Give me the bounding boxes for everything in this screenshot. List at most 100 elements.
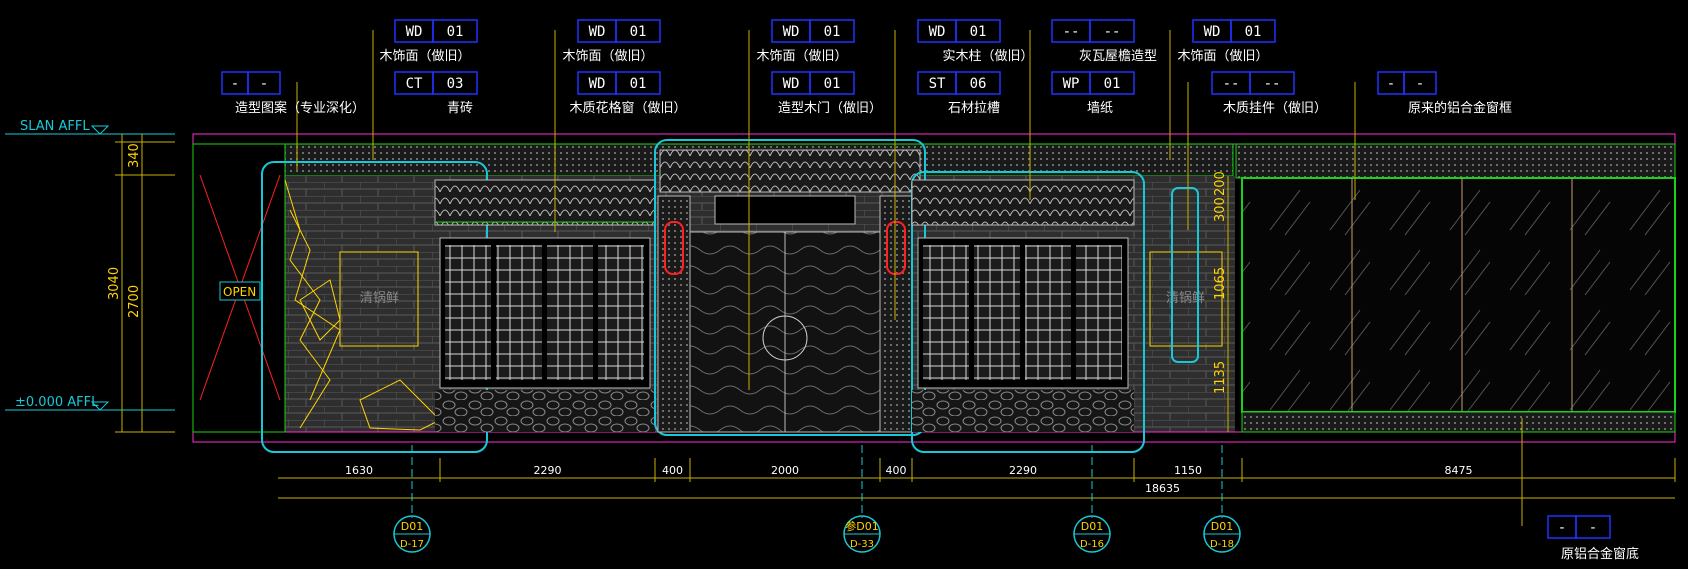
material-tag: CT 03 青砖: [394, 71, 478, 116]
ref-bottom: D-17: [400, 539, 424, 550]
ref-top: D01: [1081, 520, 1103, 533]
material-tag: WD 01 实木柱（做旧）: [917, 19, 1034, 64]
tag-number: 01: [970, 24, 987, 40]
left-lattice-windows: [445, 245, 644, 380]
tag-label: 木质花格窗（做旧）: [569, 100, 686, 116]
plaque-outline: [1171, 187, 1199, 363]
dim-value: 1630: [345, 464, 373, 477]
tag-label: 青砖: [447, 101, 473, 116]
left-dimension-lines: [115, 134, 175, 433]
window-mullions: [1351, 178, 1573, 412]
material-tag: WD 01 木饰面（做旧）: [756, 19, 855, 64]
tag-number: 01: [1245, 24, 1262, 40]
ref-top: D01: [401, 520, 423, 533]
tag-label: 原铝合金窗底: [1561, 546, 1639, 562]
tag-code: -: [231, 76, 239, 92]
floor-line: [192, 431, 1676, 443]
left-pillar: [657, 195, 691, 433]
right-lantern-icon: [886, 221, 906, 275]
open-sign: OPEN: [223, 285, 256, 299]
dim-value: 2000: [771, 464, 799, 477]
tag-label: 原来的铝合金窗框: [1408, 100, 1512, 116]
tag-code: -: [1558, 520, 1566, 536]
horizontal-dimension-lines: [278, 477, 1675, 499]
material-tag: --原来的铝合金窗框: [1377, 71, 1512, 116]
tag-label: 木饰面（做旧）: [756, 49, 847, 64]
window-sill: [1241, 411, 1676, 433]
tag-label: 墙纸: [1087, 101, 1113, 116]
material-tag: WD 01 木饰面（做旧）: [562, 19, 661, 64]
right-stone-base: [912, 390, 1134, 432]
tag-code: WP: [1063, 76, 1080, 92]
material-tag: ----灰瓦屋檐造型: [1051, 19, 1157, 64]
tag-number: --: [1104, 24, 1121, 40]
tag-number: -: [1416, 76, 1424, 92]
tag-label: 石材拉槽: [948, 101, 1000, 116]
tag-code: -: [1387, 76, 1395, 92]
door-knocker-icon: [762, 315, 808, 361]
tag-code: WD: [783, 76, 800, 92]
ref-bottom: D-18: [1210, 539, 1234, 550]
tag-number: 03: [447, 76, 464, 92]
tag-code: --: [1063, 24, 1080, 40]
door-roof-tiles: [659, 149, 921, 193]
sign-board-text: 清锅鲜: [360, 290, 399, 306]
tag-label: 木饰面（做旧）: [562, 49, 653, 64]
tag-number: 01: [1104, 76, 1121, 92]
tag-code: WD: [1204, 24, 1221, 40]
dim-value: 400: [662, 464, 683, 477]
tag-label: 实木柱（做旧）: [942, 49, 1033, 64]
right-lattice-windows: [923, 245, 1122, 380]
right-roof-tiles: [911, 179, 1135, 226]
dim-right-a: 300: [1213, 197, 1228, 222]
tag-number: -: [1589, 520, 1597, 536]
hanging-plaque: [1149, 251, 1223, 347]
dim-value: 8475: [1445, 464, 1473, 477]
ref-bottom: D-16: [1080, 539, 1104, 550]
material-tag: - - 造型图案（专业深化）: [221, 71, 365, 116]
dim-right-c: 1065: [1213, 267, 1228, 300]
leader-lines: [296, 30, 1356, 390]
tag-label: 木质挂件（做旧）: [1223, 101, 1327, 116]
tag-number: 06: [970, 76, 987, 92]
dim-value: 1150: [1174, 464, 1202, 477]
tag-number: 01: [824, 24, 841, 40]
right-bay-outline: [911, 171, 1145, 453]
ceiling-line: [192, 133, 1676, 145]
tag-code: WD: [783, 24, 800, 40]
plaque-text: 清锅鲜: [1166, 290, 1205, 306]
level-triangle-icon: [90, 401, 110, 411]
tag-number: -: [260, 76, 268, 92]
left-stone-base: [435, 390, 655, 432]
door-lintel: [714, 195, 856, 225]
soffit-right: [1235, 143, 1676, 179]
tag-code: WD: [589, 76, 606, 92]
dim-lower: 2700: [127, 285, 142, 318]
dim-value: 2290: [1009, 464, 1037, 477]
tag-number: 01: [630, 76, 647, 92]
tag-code: WD: [589, 24, 606, 40]
dim-right-d: 1135: [1213, 361, 1228, 394]
sign-board: [339, 251, 419, 347]
tag-label: 木饰面（做旧）: [379, 49, 470, 64]
tag-number: 01: [824, 76, 841, 92]
level-triangle-icon: [90, 125, 110, 135]
tag-number: 01: [630, 24, 647, 40]
tag-label: 造型图案（专业深化）: [235, 101, 365, 116]
tag-number: --: [1264, 76, 1281, 92]
material-tag: WD 01 造型木门（做旧）: [771, 71, 882, 116]
material-tag: ----木质挂件（做旧）: [1211, 71, 1327, 116]
tag-code: WD: [406, 24, 423, 40]
tag-code: WD: [929, 24, 946, 40]
tag-code: CT: [406, 76, 423, 92]
tag-label: 造型木门（做旧）: [778, 101, 882, 116]
aluminium-window: [1241, 177, 1676, 413]
